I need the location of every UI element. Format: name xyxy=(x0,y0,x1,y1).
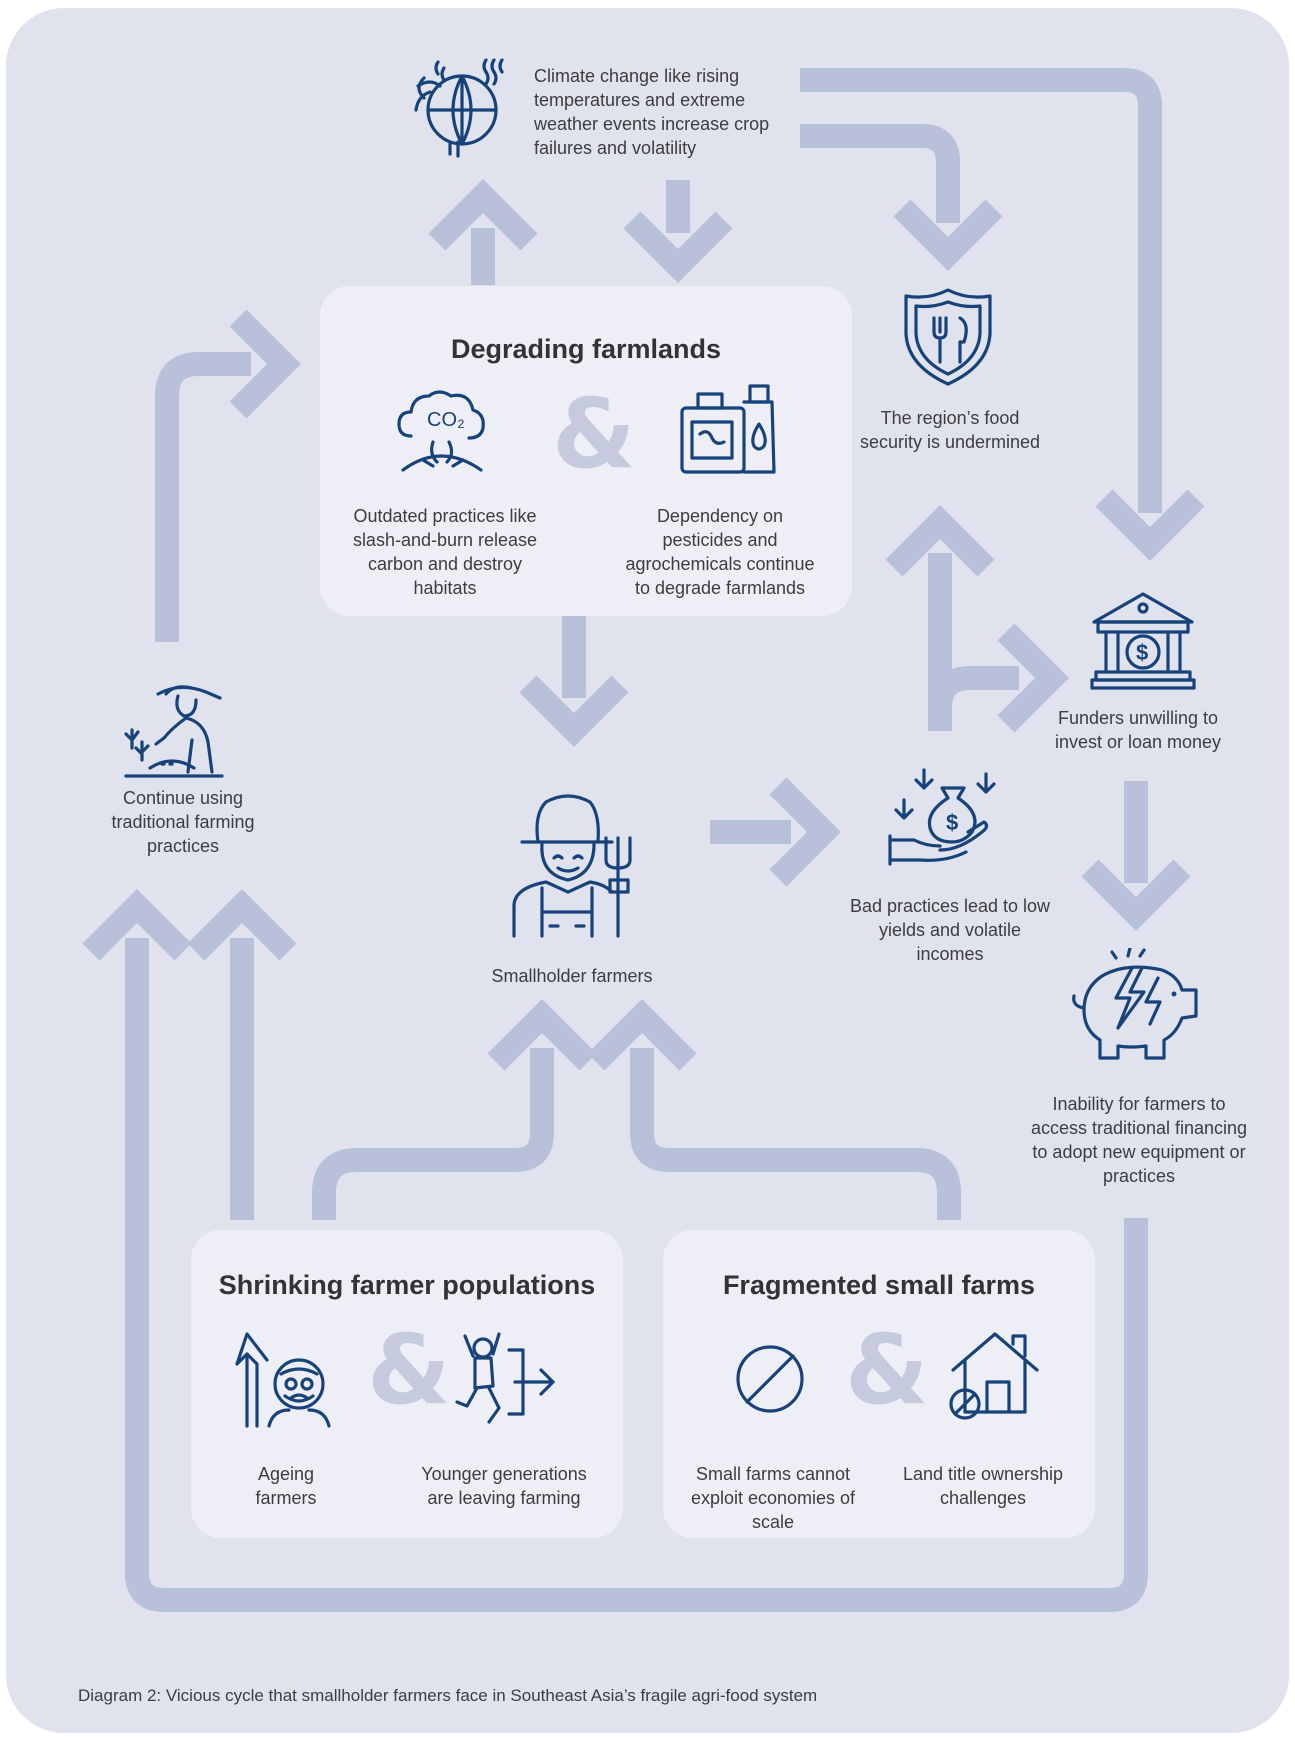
arrowhead xyxy=(769,777,841,887)
svg-text:$: $ xyxy=(946,810,958,835)
pesticide-bottles-icon xyxy=(680,384,776,474)
connector-shrinking-to-smallholder xyxy=(312,1048,554,1220)
co2-cloud-icon: CO₂ xyxy=(397,390,485,472)
shrinking-farmer-populations-panel: Shrinking farmer populations & Ageing fa… xyxy=(191,1230,623,1538)
connector-climate-to-food-security xyxy=(800,124,960,223)
farmer-with-pitchfork-icon xyxy=(512,794,632,938)
younger-generations-label: Younger generations are leaving farming xyxy=(421,1464,587,1508)
climate-globe-icon xyxy=(414,58,504,158)
land-title-label: Land title ownership challenges xyxy=(902,1464,1064,1508)
connector-traditional-to-degrading xyxy=(155,352,251,642)
farmer-planting-icon xyxy=(124,685,224,778)
arrowhead xyxy=(997,623,1069,733)
food-security-label: The region’s food security is undermined xyxy=(859,408,1041,452)
diagram-canvas: Degrading farmlands & CO₂ Outdated pract… xyxy=(6,8,1289,1733)
house-prohibited-icon xyxy=(949,1332,1039,1420)
outdated-practices-label: Outdated practices like slash-and-burn r… xyxy=(352,506,538,598)
arrowhead xyxy=(587,999,697,1071)
inability-financing-label: Inability for farmers to access traditio… xyxy=(1030,1094,1248,1186)
climate-change-label: Climate change like rising temperatures … xyxy=(534,66,770,158)
bad-practices-label: Bad practices lead to low yields and vol… xyxy=(849,896,1051,964)
broken-piggy-bank-icon xyxy=(1072,948,1198,1060)
arrowhead xyxy=(1081,859,1191,931)
diagram-caption: Diagram 2: Vicious cycle that smallholde… xyxy=(78,1686,818,1705)
fragmented-small-farms-panel: Fragmented small farms & Small farms can… xyxy=(663,1230,1095,1538)
arrowhead xyxy=(519,675,629,747)
arrowhead xyxy=(428,179,538,251)
bank-icon: $ xyxy=(1090,592,1196,690)
pesticide-dependency-label: Dependency on pesticides and agrochemica… xyxy=(625,506,815,598)
connector-bad-to-funders xyxy=(928,666,1019,709)
connector-climate-to-funders xyxy=(800,68,1162,513)
degrading-farmlands-panel: Degrading farmlands & CO₂ Outdated pract… xyxy=(320,286,852,616)
arrowhead xyxy=(1095,489,1205,561)
connector-inability-loop xyxy=(125,938,1148,1612)
ampersand: & xyxy=(367,1314,451,1426)
ageing-farmer-icon xyxy=(235,1332,331,1428)
young-person-leaving-icon xyxy=(455,1332,555,1424)
ampersand: & xyxy=(845,1314,929,1426)
traditional-practices-label: Continue using traditional farming pract… xyxy=(111,788,255,856)
ageing-farmers-label: Ageing farmers xyxy=(255,1464,317,1508)
flow-arrows xyxy=(82,68,1205,1612)
co2-text: CO₂ xyxy=(427,409,465,431)
arrowhead xyxy=(623,211,733,283)
connector-fragmented-to-smallholder xyxy=(630,1048,961,1220)
money-bag-hand-icon: $ xyxy=(888,768,996,866)
food-security-shield-icon xyxy=(904,288,992,386)
smallholder-farmers-label: Smallholder farmers xyxy=(491,966,653,986)
degrading-farmlands-title: Degrading farmlands xyxy=(450,334,722,364)
prohibited-icon xyxy=(736,1345,804,1413)
arrowhead xyxy=(229,309,301,419)
ampersand: & xyxy=(552,378,636,490)
arrowhead xyxy=(885,505,995,577)
fragmented-farms-title: Fragmented small farms xyxy=(722,1270,1036,1300)
arrowhead xyxy=(187,889,297,961)
arrowhead xyxy=(487,999,597,1071)
svg-text:$: $ xyxy=(1136,640,1148,665)
shrinking-populations-title: Shrinking farmer populations xyxy=(218,1270,596,1300)
economies-of-scale-label: Small farms cannot exploit economies of … xyxy=(690,1464,856,1532)
arrowhead xyxy=(893,199,1003,271)
funders-label: Funders unwilling to invest or loan mone… xyxy=(1054,708,1222,752)
arrowhead xyxy=(82,889,192,961)
